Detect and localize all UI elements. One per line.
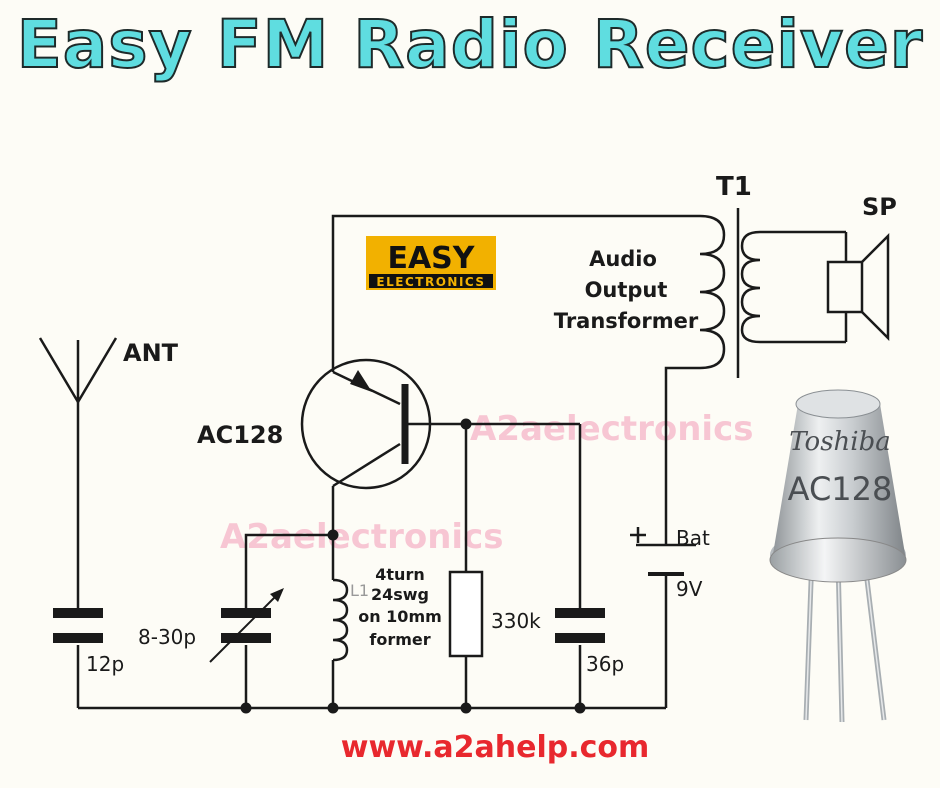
transformer-secondary (740, 230, 846, 344)
label-t1: T1 (716, 172, 752, 202)
logo-line1: EASY (387, 241, 475, 276)
label-coil-3: on 10mm (358, 607, 442, 626)
junction-dots (240, 418, 586, 714)
coil-l1 (332, 578, 349, 662)
label-c-base: 36p (586, 652, 624, 676)
label-transformer-3: Transformer (554, 309, 699, 333)
label-battery-value: 9V (676, 577, 703, 601)
label-c-ant: 12p (86, 652, 124, 676)
transistor-arrow (350, 370, 372, 392)
trimmer-capacitor (209, 588, 284, 663)
photo-brand: Toshiba (789, 427, 891, 457)
watermark-text: A2aelectronics (470, 409, 753, 449)
brand-logo: EASY ELECTRONICS (366, 236, 496, 290)
label-transformer-2: Output (585, 278, 668, 302)
page-title: Easy FM Radio Receiver (16, 5, 924, 84)
label-coil-4: former (369, 630, 430, 649)
label-transformer-1: Audio (589, 247, 657, 271)
speaker-symbol (826, 232, 890, 342)
photo-part: AC128 (788, 470, 893, 508)
transistor-ac128 (300, 358, 432, 490)
label-transistor: AC128 (197, 421, 283, 449)
transformer-primary (699, 214, 726, 370)
label-coil-1: 4turn (375, 565, 424, 584)
resistor-330k (448, 570, 484, 658)
website-url[interactable]: www.a2ahelp.com (340, 730, 650, 765)
label-c-trim: 8-30p (138, 625, 196, 649)
battery-symbol (630, 527, 696, 576)
label-speaker: SP (862, 193, 897, 221)
label-ant: ANT (123, 339, 179, 367)
wires (76, 214, 700, 710)
capacitor-12p (53, 608, 103, 643)
label-battery-name: Bat (676, 526, 710, 550)
transistor-photo: Toshiba AC128 (769, 389, 907, 723)
label-coil-2: 24swg (371, 585, 429, 604)
label-coil-ref: L1 (350, 581, 369, 600)
capacitor-36p (555, 608, 605, 643)
label-resistor: 330k (491, 609, 541, 633)
logo-line2: ELECTRONICS (376, 275, 485, 289)
antenna-symbol (38, 337, 118, 403)
watermark-text: A2aelectronics (220, 517, 503, 557)
